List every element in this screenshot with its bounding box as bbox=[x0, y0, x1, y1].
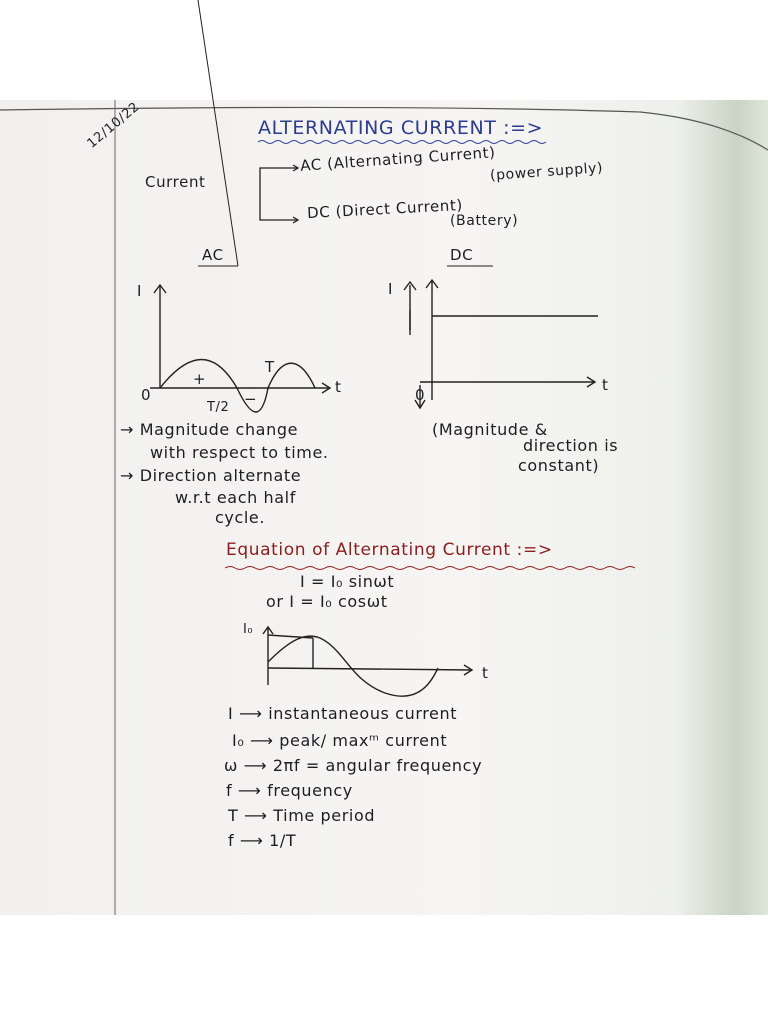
classification-root: Current bbox=[145, 173, 206, 191]
ac-sine-wave bbox=[159, 359, 316, 413]
top-rule-line bbox=[0, 106, 768, 151]
classification-dc-note: (Battery) bbox=[450, 213, 519, 229]
dc-heading: DC bbox=[450, 246, 474, 264]
dc-note-2: direction is bbox=[523, 436, 619, 455]
ac-x-label: t bbox=[335, 378, 342, 396]
ac-minus: − bbox=[244, 390, 258, 408]
definition-1: I ⟶ instantaneous current bbox=[228, 704, 458, 723]
dc-note-3: constant) bbox=[518, 456, 600, 475]
ac-period-label: T bbox=[265, 358, 275, 376]
definition-4: f ⟶ frequency bbox=[226, 781, 353, 800]
notebook-page bbox=[0, 100, 768, 915]
equation-heading: Equation of Alternating Current :=> bbox=[226, 540, 553, 560]
ac-note-4: w.r.t each half bbox=[175, 488, 296, 507]
equation-underline bbox=[224, 566, 636, 570]
classification-bracket bbox=[259, 164, 300, 224]
definition-6: f ⟶ 1/T bbox=[228, 831, 297, 850]
ac-origin: 0 bbox=[141, 386, 152, 404]
wave-x-label: t bbox=[482, 664, 489, 682]
ac-note-5: cycle. bbox=[215, 508, 266, 527]
dc-note-1: (Magnitude & bbox=[432, 420, 548, 439]
wave-curve bbox=[267, 635, 439, 697]
definition-2: I₀ ⟶ peak/ maxᵐ current bbox=[232, 731, 448, 750]
ac-note-3: → Direction alternate bbox=[120, 466, 302, 485]
ac-half-period-label: T/2 bbox=[207, 400, 230, 415]
ac-note-2: with respect to time. bbox=[150, 443, 329, 462]
definition-3: ω ⟶ 2πf = angular frequency bbox=[224, 756, 483, 775]
ac-note-1: → Magnitude change bbox=[120, 420, 299, 439]
page-title: ALTERNATING CURRENT :=> bbox=[258, 117, 544, 139]
equation-2: or I = I₀ cosωt bbox=[266, 592, 388, 611]
sine-wave-graph bbox=[262, 625, 474, 697]
dc-y-label: I bbox=[388, 280, 394, 298]
definition-5: T ⟶ Time period bbox=[228, 806, 376, 825]
ac-plus: + bbox=[193, 370, 207, 388]
title-underline bbox=[257, 140, 547, 144]
equation-1: I = I₀ sinωt bbox=[300, 572, 395, 591]
ac-y-label: I bbox=[137, 282, 143, 300]
dc-graph bbox=[403, 278, 598, 410]
wave-y-label: I₀ bbox=[243, 622, 254, 637]
ac-graph bbox=[150, 283, 332, 413]
ac-heading: AC bbox=[202, 246, 224, 264]
dc-x-label: t bbox=[602, 376, 609, 394]
dc-origin: 0 bbox=[415, 386, 426, 404]
